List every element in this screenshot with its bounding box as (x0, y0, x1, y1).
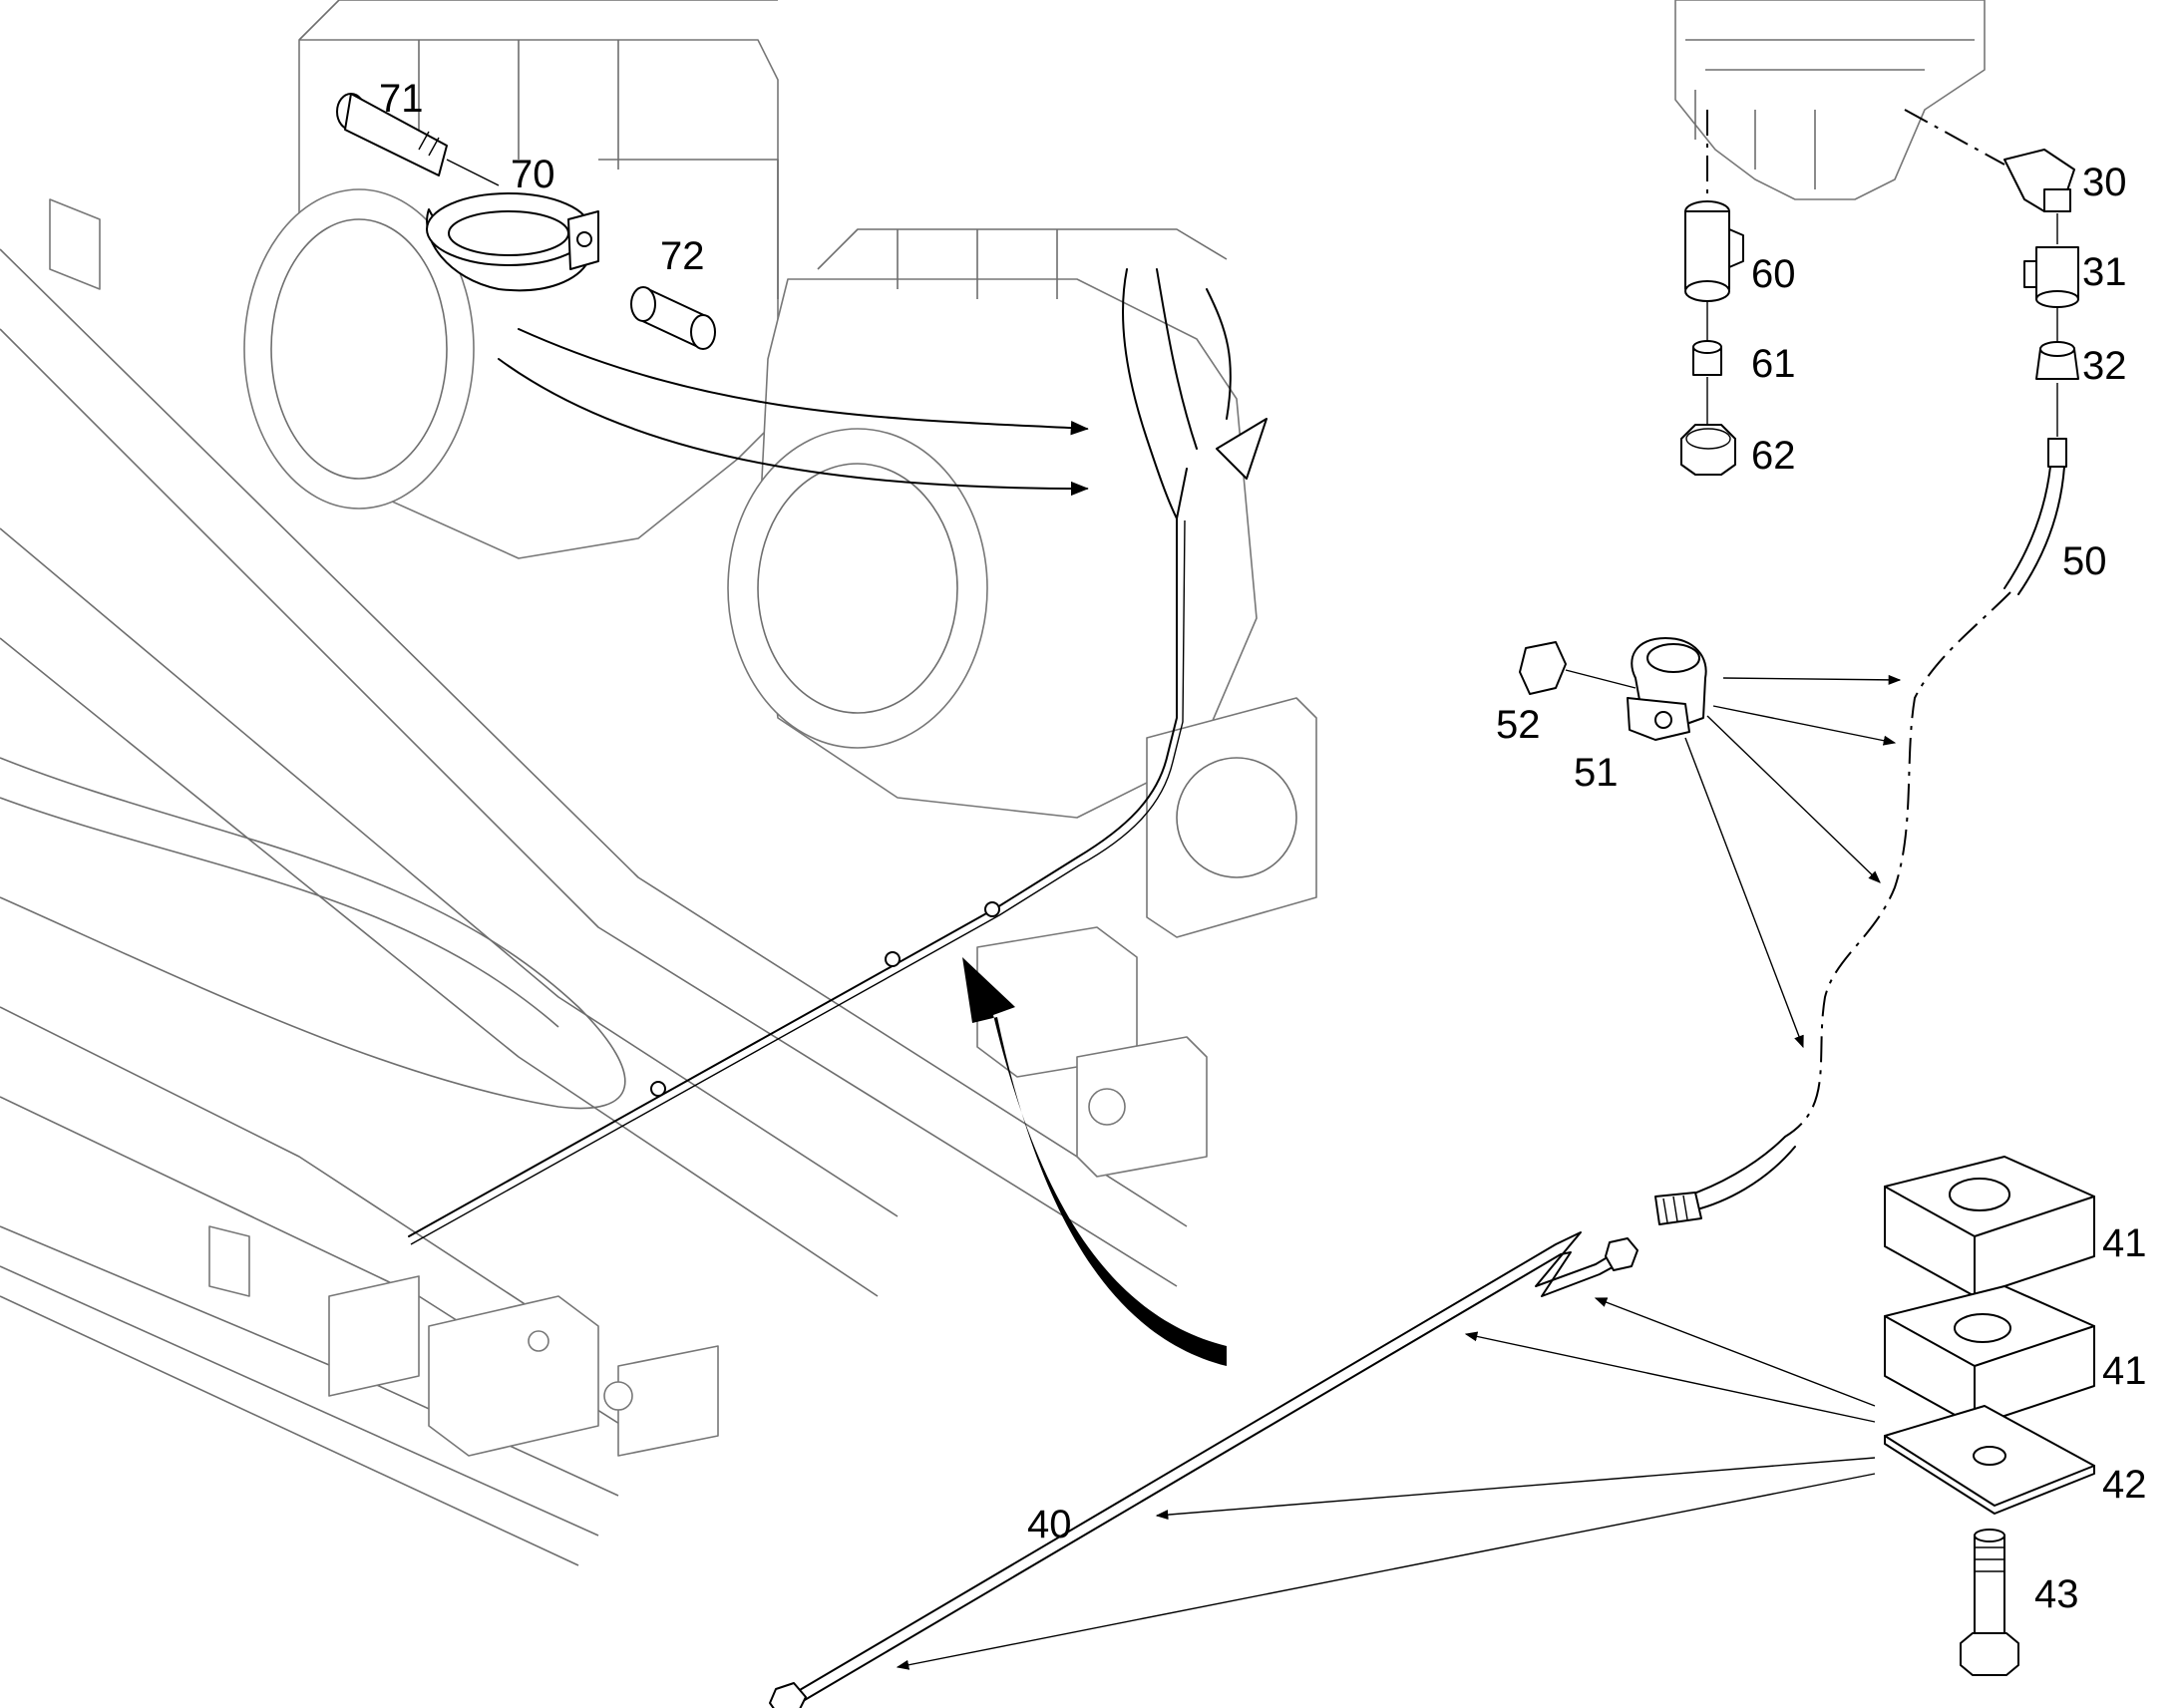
clamp-half-41-upper (1884, 1156, 2095, 1297)
spacer-72 (630, 286, 716, 350)
fitting-60 (1684, 200, 1744, 302)
tube-40 (769, 1231, 1638, 1708)
callout-71: 71 (379, 77, 424, 121)
callout-41-upper: 41 (2102, 1221, 2147, 1265)
guide-arrow-upper (518, 328, 1089, 436)
tee-fitting-31 (2023, 246, 2079, 308)
nut-62 (1680, 424, 1736, 476)
bold-curved-arrow (962, 957, 1227, 1366)
callout-50: 50 (2062, 539, 2107, 583)
clamp-70 (426, 192, 599, 292)
elbow-fitting-30 (2003, 149, 2075, 212)
callout-72: 72 (660, 234, 705, 278)
hose-end-lower (1654, 1136, 1796, 1225)
engine-housing-rear (243, 0, 779, 559)
callout-30: 30 (2082, 161, 2127, 204)
chassis-frame (0, 198, 1208, 1566)
engine-housing-front (727, 228, 1317, 938)
bolt-52 (1519, 641, 1636, 695)
clamp-half-41-lower (1884, 1285, 2095, 1427)
callout-41-lower: 41 (2102, 1349, 2147, 1393)
callout-61: 61 (1751, 342, 1796, 386)
valve-body-top (1674, 0, 1986, 200)
callout-52: 52 (1496, 703, 1541, 747)
callout-70: 70 (511, 153, 555, 196)
callout-31: 31 (2082, 250, 2127, 294)
callout-40: 40 (1027, 1503, 1072, 1546)
hose-50 (2003, 438, 2067, 595)
callout-42: 42 (2102, 1463, 2147, 1507)
callout-62: 62 (1751, 434, 1796, 478)
callout-60: 60 (1751, 252, 1796, 296)
bolt-43 (1960, 1529, 2019, 1676)
ferrule-61 (1692, 340, 1722, 376)
callout-32: 32 (2082, 344, 2127, 388)
callout-43: 43 (2034, 1572, 2079, 1616)
callout-51: 51 (1574, 751, 1619, 795)
guide-arrow-lower (498, 358, 1089, 497)
plate-42 (1884, 1405, 2095, 1515)
adapter-32 (2035, 341, 2079, 380)
bolt-71 (336, 93, 500, 186)
hose-route-dashed (1784, 591, 2011, 1138)
clamp-51 (1627, 637, 1707, 741)
routed-tube-assembly (408, 268, 1268, 1245)
